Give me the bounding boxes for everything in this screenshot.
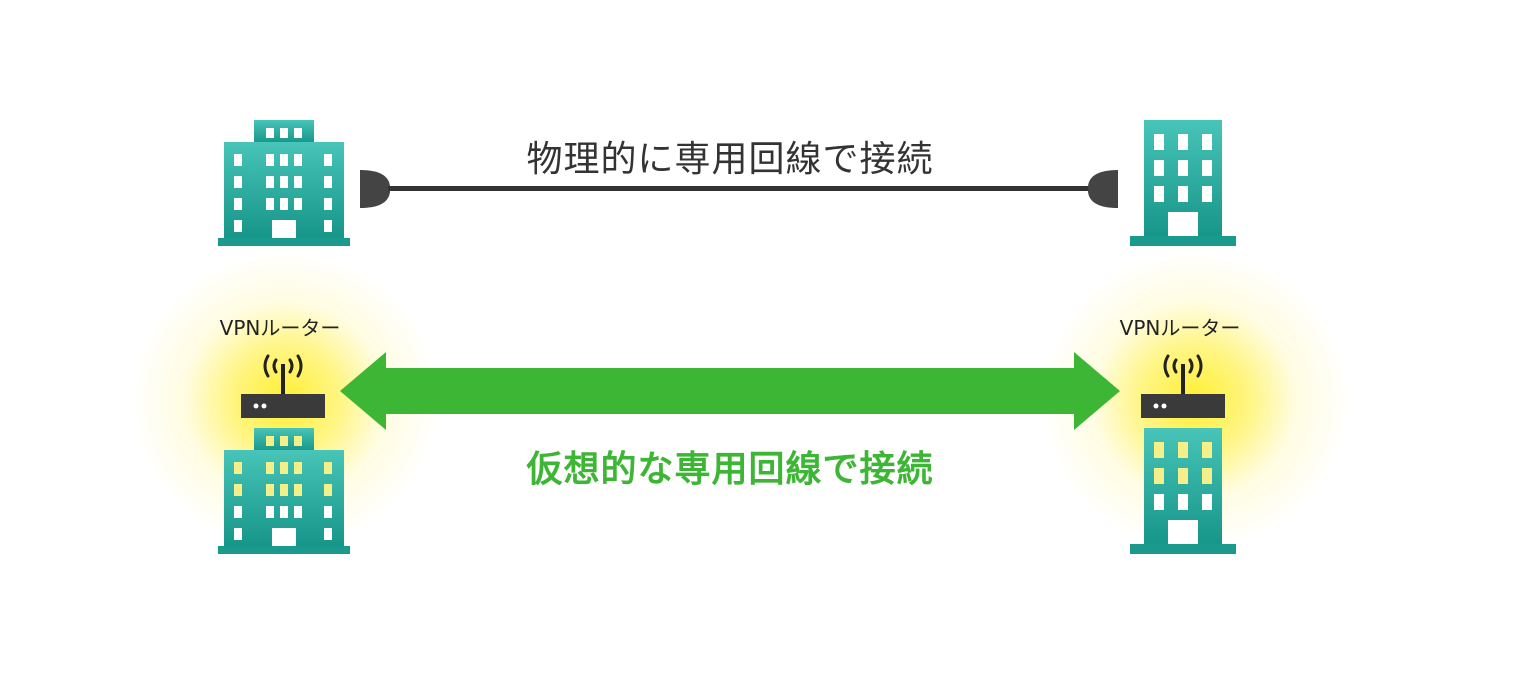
- right-cable-plug-icon: [1088, 170, 1118, 208]
- vpn-double-arrow-icon: [340, 352, 1120, 430]
- virtual-connection-label: 仮想的な専用回線で接続: [526, 449, 934, 490]
- bottom-left-building-icon: [218, 428, 350, 554]
- right-wifi-router-icon: [1141, 354, 1225, 418]
- top-right-building-icon: [1130, 120, 1236, 246]
- left-cable-plug-icon: [360, 170, 390, 208]
- physical-cable: [360, 170, 1118, 208]
- left-wifi-router-icon: [241, 354, 325, 418]
- right-router-label: VPNルーター: [1119, 316, 1241, 340]
- left-router-label: VPNルーター: [219, 316, 341, 340]
- bottom-right-building-icon: [1130, 428, 1236, 554]
- top-left-building-icon: [218, 120, 350, 246]
- physical-connection-label: 物理的に専用回線で接続: [526, 139, 934, 180]
